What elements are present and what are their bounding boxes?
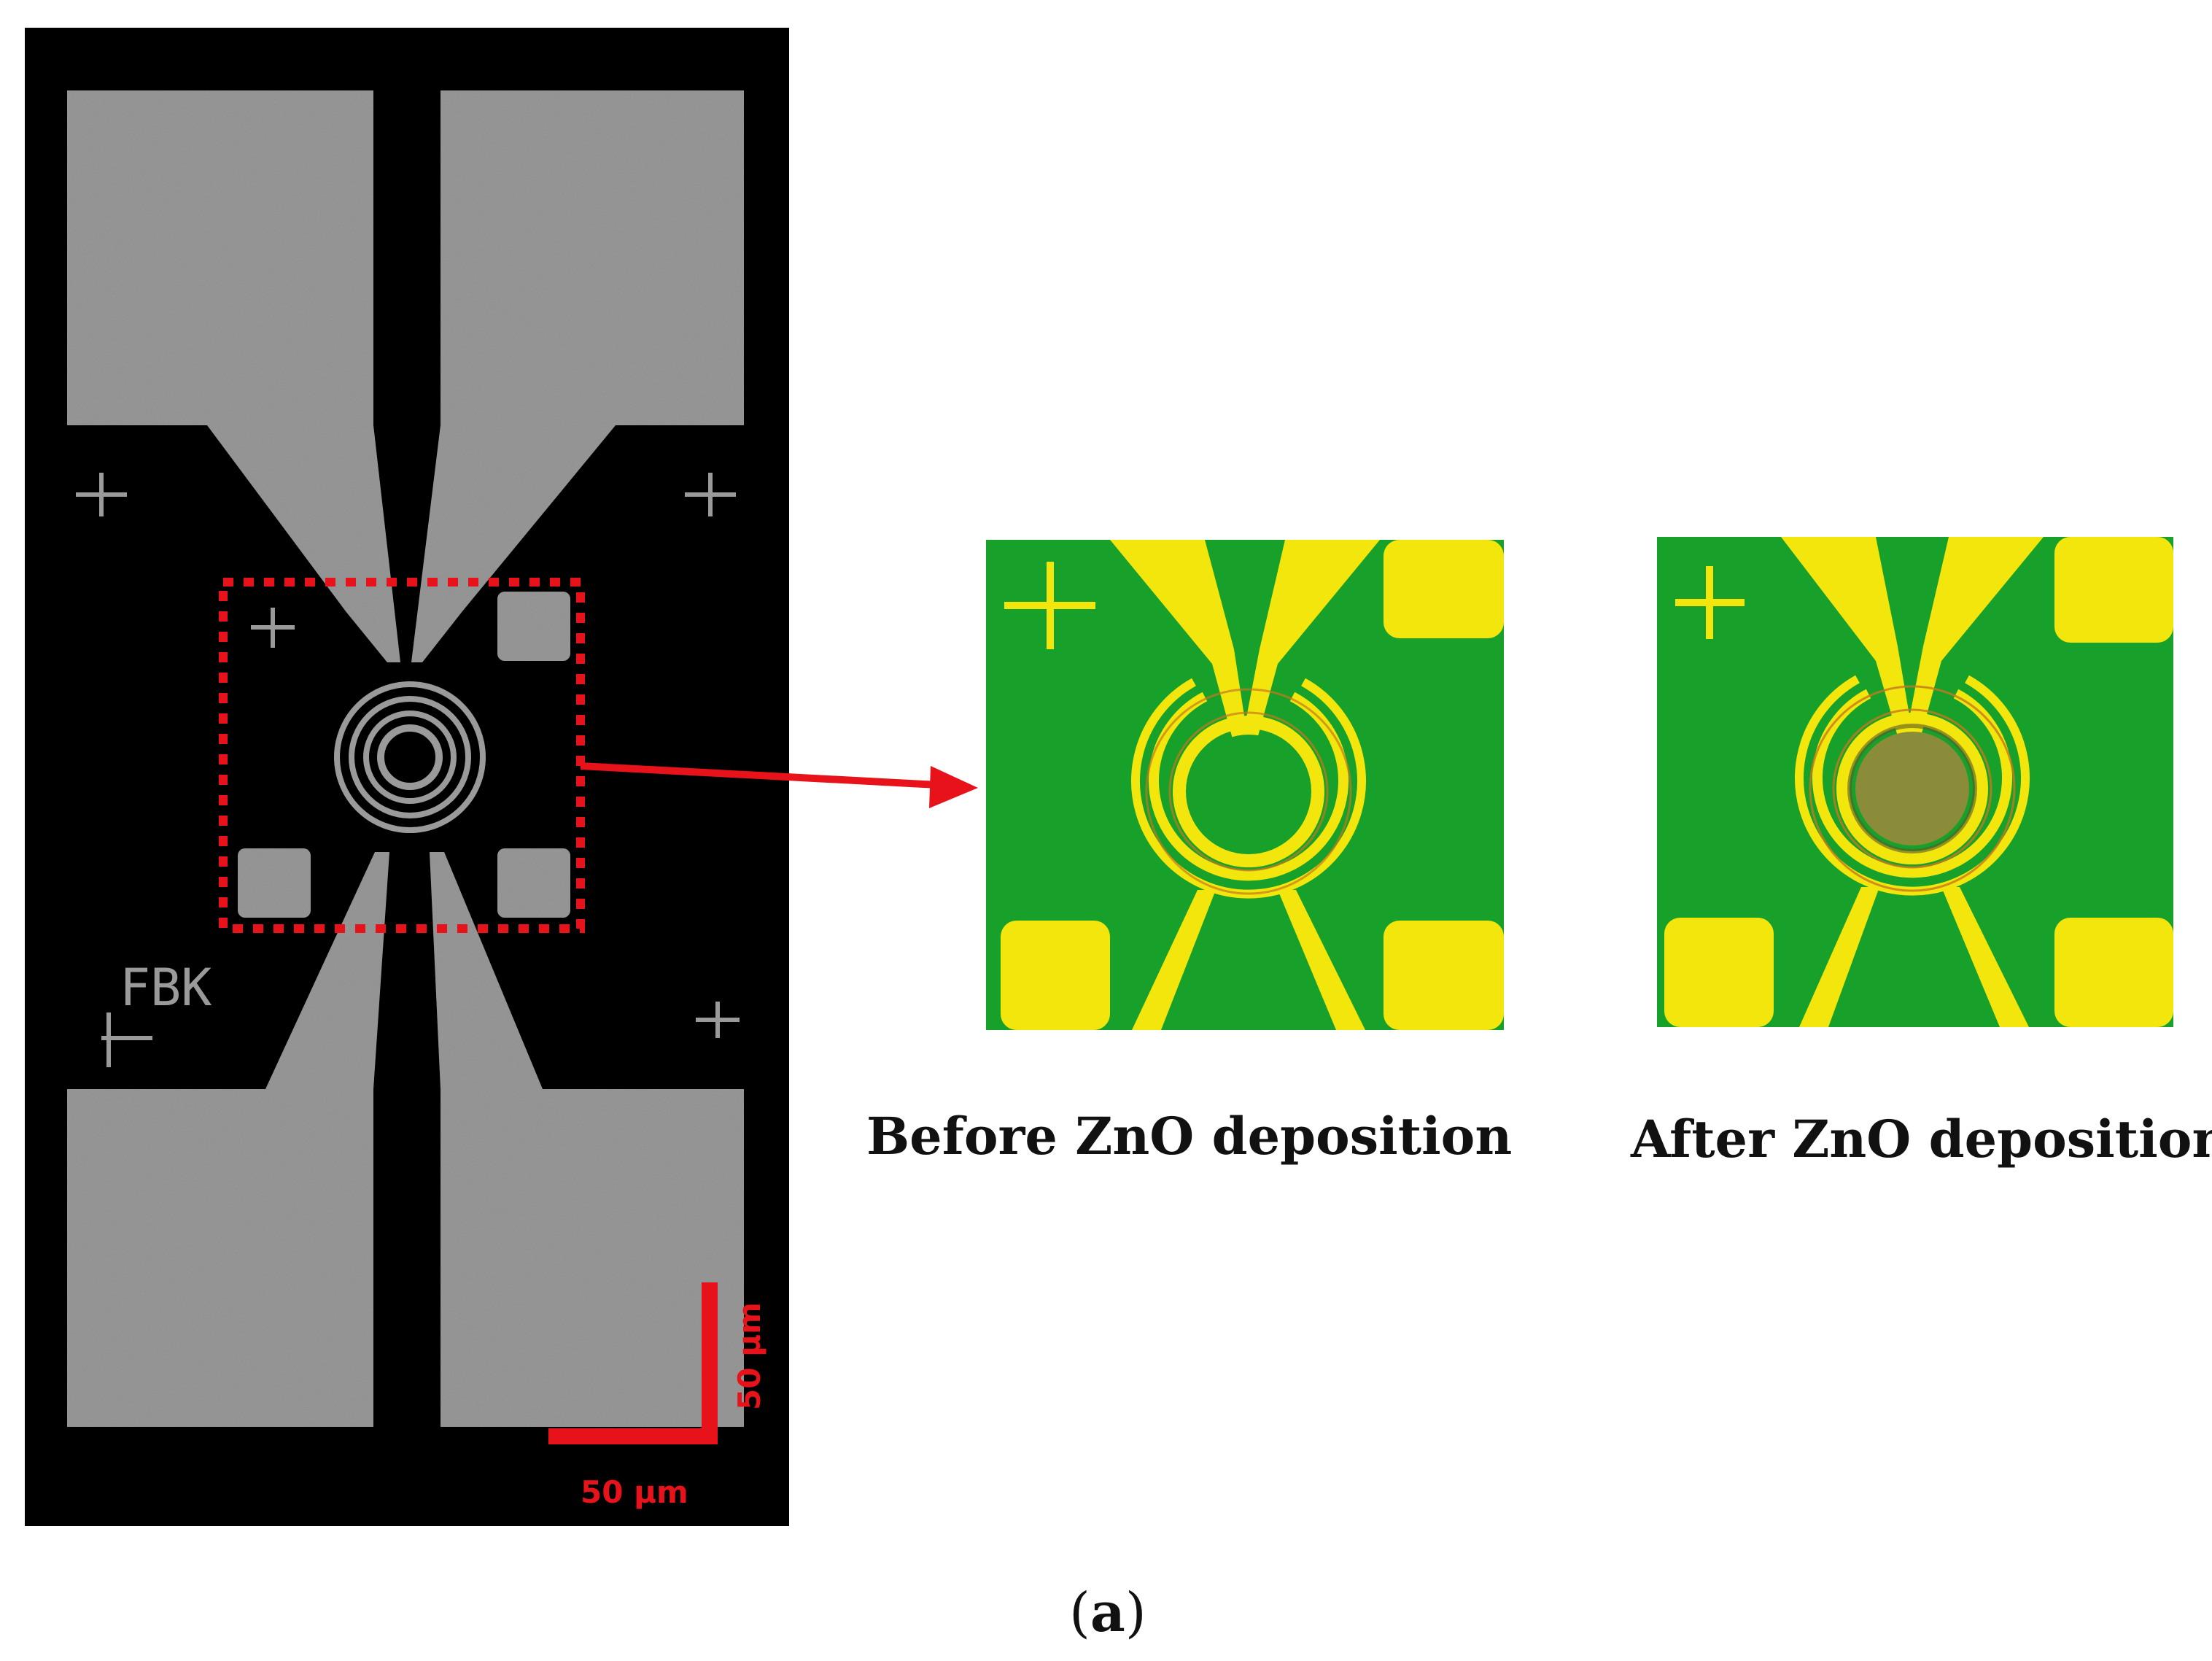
sem-ring-electrodes bbox=[334, 681, 486, 833]
scale-bar bbox=[548, 1282, 718, 1444]
zno-film bbox=[1855, 732, 1969, 845]
sem-alignment-marks bbox=[76, 473, 740, 1067]
sem-micrograph: FBK 50 µm 50 µm bbox=[25, 28, 789, 1526]
subfigure-close-paren: ) bbox=[1125, 1581, 1146, 1644]
subfigure-label: (a) bbox=[1069, 1581, 1146, 1644]
caption-after-deposition: After ZnO deposition bbox=[1631, 1109, 2212, 1169]
zoom-arrow bbox=[581, 762, 978, 808]
scale-bar-horizontal-label: 50 µm bbox=[581, 1474, 688, 1510]
region-of-interest-box bbox=[219, 578, 585, 933]
fbk-logo-text: FBK bbox=[120, 958, 212, 1018]
optical-image-after bbox=[1657, 537, 2173, 1027]
scale-bar-vertical-label: 50 µm bbox=[731, 1302, 767, 1410]
subfigure-letter: a bbox=[1090, 1581, 1125, 1644]
subfigure-open-paren: ( bbox=[1069, 1581, 1090, 1644]
optical-image-before bbox=[986, 540, 1504, 1030]
optical-after-drawing bbox=[1657, 537, 2173, 1027]
sem-metal-pads bbox=[67, 90, 744, 1427]
caption-before-deposition: Before ZnO deposition bbox=[866, 1106, 1513, 1166]
optical-before-drawing bbox=[986, 540, 1504, 1030]
sem-micrograph-drawing: FBK 50 µm 50 µm bbox=[25, 28, 789, 1526]
